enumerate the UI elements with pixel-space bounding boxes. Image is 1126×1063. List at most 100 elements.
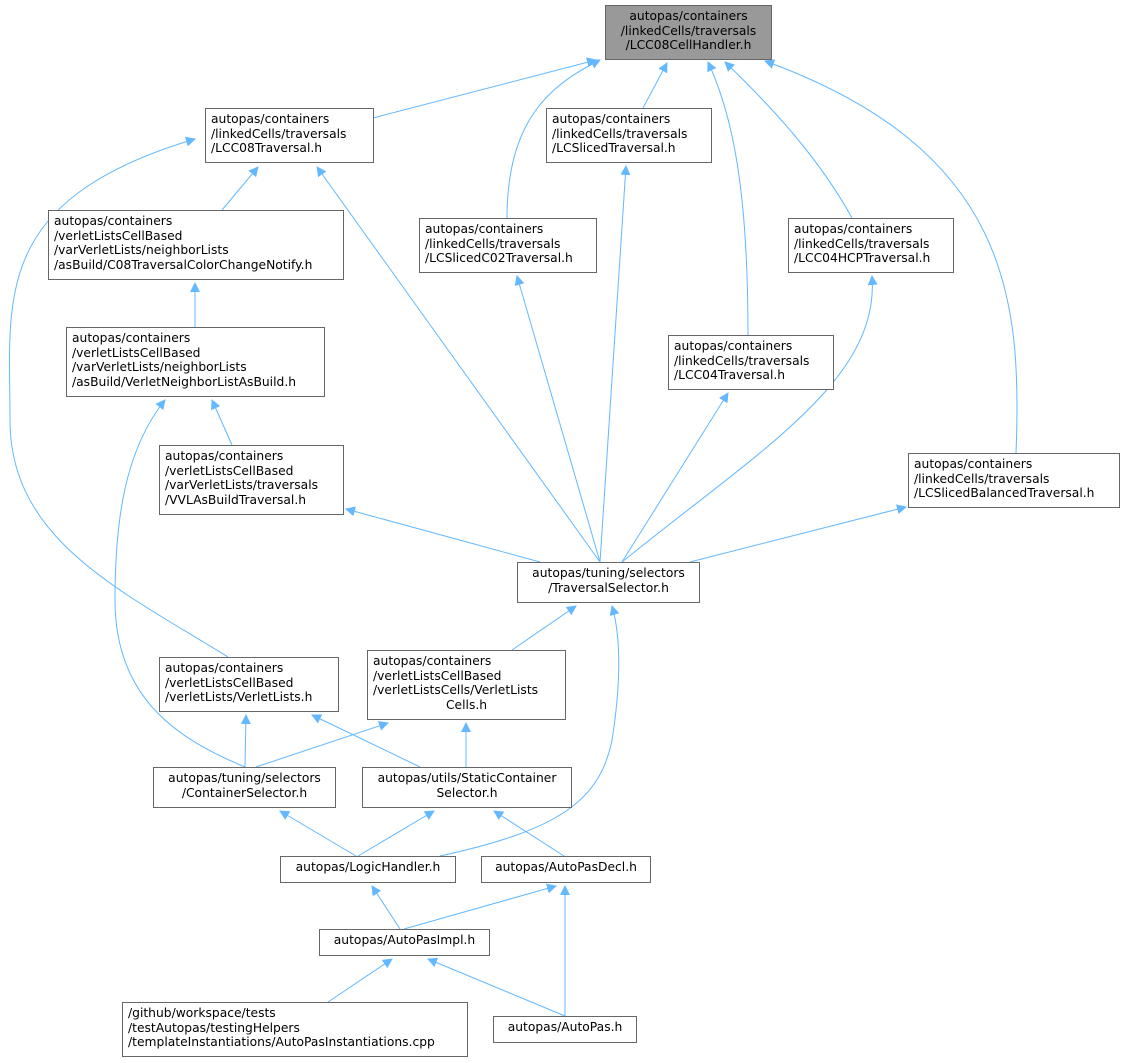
node-line: autopas/containers bbox=[914, 457, 1033, 471]
node-line: /verletListsCellBased bbox=[373, 668, 502, 683]
edge-lcsliced-to-root bbox=[642, 62, 668, 109]
node-line: /github/workspace/tests bbox=[128, 1006, 276, 1020]
node-line: /linkedCells/traversals bbox=[211, 126, 347, 141]
node-line: /asBuild/VerletNeighborListAsBuild.h bbox=[72, 374, 297, 389]
node-line: /varVerletLists/traversals bbox=[165, 478, 319, 492]
node-line: /linkedCells/traversals bbox=[674, 353, 810, 368]
node-line: /verletListsCells/VerletLists bbox=[373, 683, 539, 697]
node-line: Cells.h bbox=[445, 697, 488, 712]
edge-travsel-to-lcc08 bbox=[316, 166, 601, 563]
edge-vvl-to-verletnl bbox=[211, 399, 233, 446]
edge-lcc08-to-root bbox=[372, 57, 597, 119]
node-line: /linkedCells/traversals bbox=[794, 236, 930, 251]
node-c08-traversal-color-change-notify[interactable]: autopas/containers /verletListsCellBased… bbox=[48, 210, 344, 280]
edge-verletlists-to-lcc08 bbox=[8, 136, 229, 658]
edge-lcc04-to-root bbox=[707, 61, 749, 336]
node-line: autopas/containers bbox=[552, 112, 671, 126]
edge-impl-to-decl bbox=[403, 883, 557, 930]
node-line: /LCSlicedC02Traversal.h bbox=[425, 251, 573, 265]
edge-staticcont-to-verletlists bbox=[311, 714, 421, 768]
node-line: /linkedCells/traversals bbox=[425, 236, 561, 251]
node-traversal-selector[interactable]: autopas/tuning/selectors /TraversalSelec… bbox=[517, 562, 700, 603]
node-line: /linkedCells/traversals bbox=[620, 23, 757, 38]
node-verlet-neighbor-list-as-build[interactable]: autopas/containers /verletListsCellBased… bbox=[66, 327, 325, 397]
node-line: /verletListsCellBased bbox=[165, 463, 294, 478]
node-line: /templateInstantiations/AutoPasInstantia… bbox=[128, 1035, 435, 1049]
edge-autopas-to-impl bbox=[427, 957, 566, 1017]
edge-inst-to-impl bbox=[327, 958, 393, 1003]
edge-logic-to-travsel bbox=[439, 605, 620, 857]
edge-decl-to-staticcont bbox=[493, 810, 565, 857]
node-line: /verletListsCellBased bbox=[165, 675, 294, 690]
edge-lcslicedc02-to-root bbox=[506, 59, 601, 219]
edge-travsel-to-vvl bbox=[345, 506, 541, 563]
node-line: /VVLAsBuildTraversal.h bbox=[165, 492, 307, 507]
node-line: /LCC04Traversal.h bbox=[674, 368, 786, 382]
edge-logic-to-contsel bbox=[279, 810, 357, 857]
node-autopas-instantiations[interactable]: /github/workspace/tests /testAutopas/tes… bbox=[122, 1002, 468, 1057]
node-line: /varVerletLists/neighborLists bbox=[72, 360, 247, 374]
node-line: autopas/containers bbox=[373, 654, 492, 668]
edge-contsel-to-verletnl bbox=[114, 399, 246, 768]
node-autopas-decl[interactable]: autopas/AutoPasDecl.h bbox=[481, 856, 651, 883]
node-autopas[interactable]: autopas/AutoPas.h bbox=[493, 1016, 637, 1043]
node-line: autopas/containers bbox=[674, 339, 793, 353]
node-verlet-lists-cells[interactable]: autopas/containers /verletListsCellBased… bbox=[367, 650, 566, 720]
node-line: /asBuild/C08TraversalColorChangeNotify.h bbox=[54, 257, 313, 272]
node-line: /TraversalSelector.h bbox=[548, 580, 669, 595]
edge-travsel-to-lcslicedbal bbox=[689, 504, 907, 563]
node-line: autopas/containers bbox=[211, 112, 330, 126]
node-line: autopas/containers bbox=[629, 9, 748, 23]
node-lcsliced-c02-traversal[interactable]: autopas/containers /linkedCells/traversa… bbox=[419, 218, 597, 273]
node-autopas-impl[interactable]: autopas/AutoPasImpl.h bbox=[319, 929, 490, 956]
node-line: autopas/LogicHandler.h bbox=[295, 860, 441, 874]
node-lcc08-cell-handler: autopas/containers /linkedCells/traversa… bbox=[605, 5, 772, 60]
node-line: autopas/tuning/selectors bbox=[532, 566, 685, 580]
edge-lcslicedbal-to-root bbox=[764, 59, 1018, 454]
node-line: /linkedCells/traversals bbox=[914, 471, 1050, 486]
node-line: autopas/utils/StaticContainer bbox=[377, 771, 557, 785]
node-vvl-as-build-traversal[interactable]: autopas/containers /verletListsCellBased… bbox=[159, 445, 344, 515]
node-line: /LCC08Traversal.h bbox=[211, 141, 323, 155]
node-line: /LCSlicedBalancedTraversal.h bbox=[914, 486, 1095, 500]
node-line: /varVerletLists/neighborLists bbox=[54, 243, 229, 257]
node-line: autopas/containers bbox=[72, 331, 191, 345]
edge-travsel-to-lcslicedc02 bbox=[514, 275, 601, 563]
edge-travsel-to-lcsliced bbox=[599, 165, 631, 563]
node-line: autopas/AutoPasDecl.h bbox=[495, 860, 637, 874]
edge-contsel-to-verletlists bbox=[240, 714, 251, 768]
node-container-selector[interactable]: autopas/tuning/selectors /ContainerSelec… bbox=[153, 767, 336, 808]
node-verlet-lists[interactable]: autopas/containers /verletListsCellBased… bbox=[159, 657, 339, 712]
node-line: /LCC08CellHandler.h bbox=[625, 38, 752, 52]
node-line: /verletLists/VerletLists.h bbox=[165, 690, 313, 704]
node-line: autopas/containers bbox=[165, 449, 284, 463]
node-line: /testAutopas/testingHelpers bbox=[128, 1020, 300, 1035]
node-line: autopas/AutoPas.h bbox=[507, 1020, 623, 1034]
edge-impl-to-logic bbox=[371, 885, 401, 930]
node-line: /verletListsCellBased bbox=[72, 345, 201, 360]
node-line: autopas/containers bbox=[165, 661, 284, 675]
node-line: autopas/containers bbox=[794, 222, 913, 236]
node-lcc04-traversal[interactable]: autopas/containers /linkedCells/traversa… bbox=[668, 335, 834, 390]
edge-lcc04hcp-to-root bbox=[724, 61, 853, 219]
node-lcc04hcp-traversal[interactable]: autopas/containers /linkedCells/traversa… bbox=[788, 218, 954, 273]
node-static-container-selector[interactable]: autopas/utils/StaticContainer Selector.h bbox=[362, 767, 572, 808]
node-line: autopas/AutoPasImpl.h bbox=[333, 933, 476, 947]
node-line: /LCC04HCPTraversal.h bbox=[794, 251, 931, 265]
node-logic-handler[interactable]: autopas/LogicHandler.h bbox=[280, 856, 456, 883]
node-line: autopas/containers bbox=[54, 214, 173, 228]
node-line: /verletListsCellBased bbox=[54, 228, 183, 243]
node-line: autopas/containers bbox=[425, 222, 544, 236]
edge-travsel-to-lcc04 bbox=[621, 392, 729, 563]
node-lcc08-traversal[interactable]: autopas/containers /linkedCells/traversa… bbox=[205, 108, 374, 163]
edges bbox=[8, 57, 1018, 1017]
edge-c08color-to-lcc08 bbox=[221, 166, 259, 211]
edge-contsel-to-vlcells bbox=[255, 721, 389, 768]
node-lcsliced-balanced-traversal[interactable]: autopas/containers /linkedCells/traversa… bbox=[908, 453, 1120, 508]
edge-vlcells-to-travsel bbox=[511, 605, 577, 651]
node-lcsliced-traversal[interactable]: autopas/containers /linkedCells/traversa… bbox=[546, 108, 712, 163]
node-line: /linkedCells/traversals bbox=[552, 126, 688, 141]
edge-logic-to-staticcont bbox=[357, 810, 435, 857]
node-line: /ContainerSelector.h bbox=[181, 785, 308, 800]
